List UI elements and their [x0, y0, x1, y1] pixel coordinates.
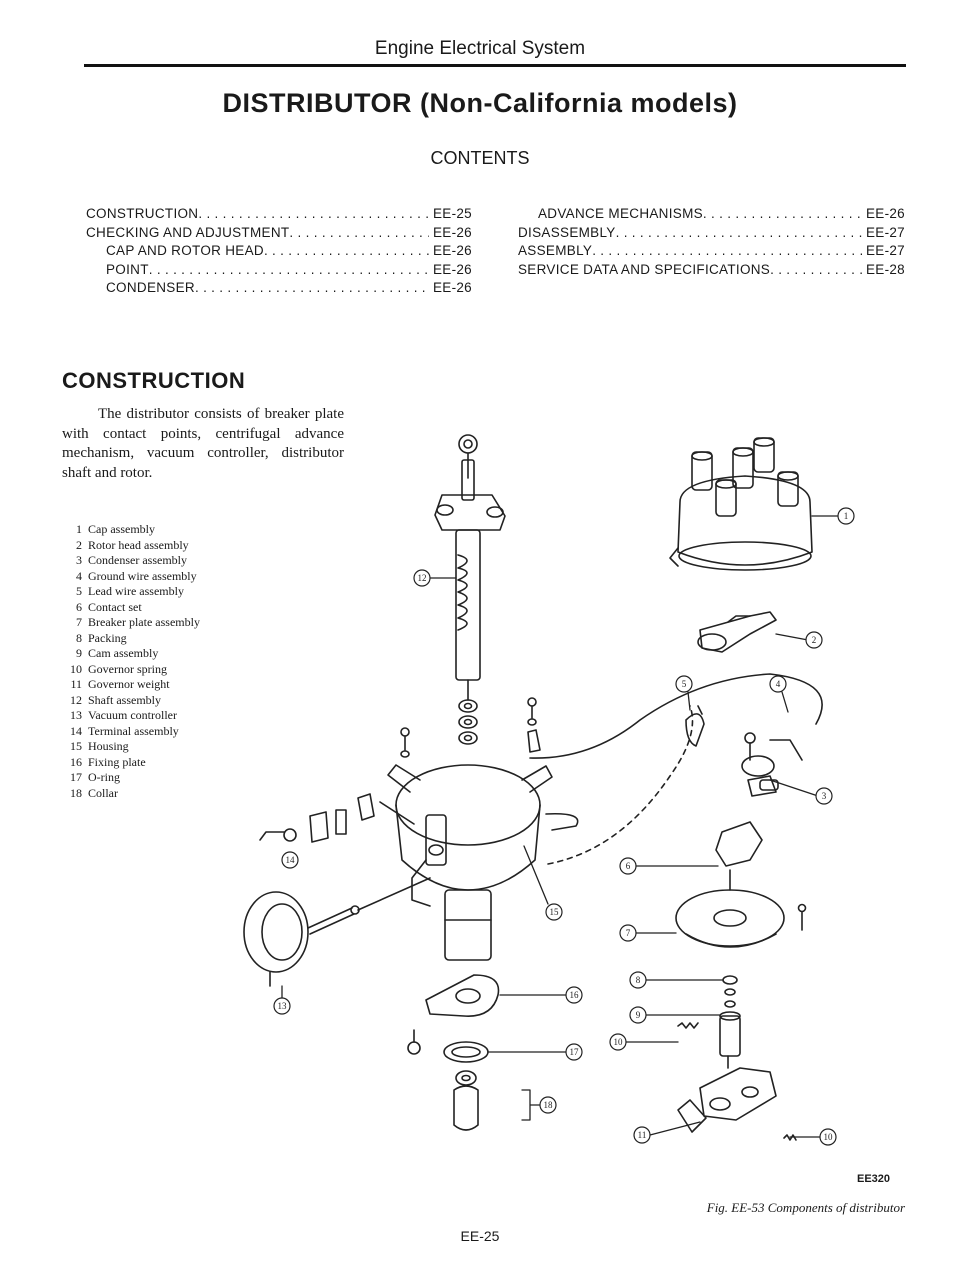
callout-7: [619, 924, 637, 942]
rotor-head-drawing: [697, 611, 777, 653]
housing-drawing: [387, 764, 579, 961]
terminal-assembly-drawing: [259, 793, 415, 843]
cam-assembly-drawing: [719, 975, 741, 1057]
shaft-assembly-drawing: [434, 434, 506, 701]
callout-12: [413, 569, 431, 587]
callout-label: 10: [614, 1037, 624, 1047]
page-number: EE-25: [460, 1228, 500, 1244]
page-title: DISTRIBUTOR (Non-California models): [222, 88, 738, 118]
breaker-plate-drawing: [675, 869, 807, 948]
callout-17: [565, 1043, 583, 1061]
contact-set-drawing: [685, 705, 803, 867]
contents-heading: CONTENTS: [430, 148, 530, 168]
callout-numbers: 1 2 3 4 5 6 7 8 9 10 11 10 12 13 14 15 1…: [278, 511, 849, 1142]
section-heading: CONSTRUCTION: [62, 368, 246, 393]
callout-8: [629, 971, 647, 989]
callout-markers: [273, 507, 855, 1146]
callout-label: 2: [812, 635, 817, 645]
figure-code: EE320: [857, 1173, 891, 1185]
callout-16: [565, 986, 583, 1004]
callout-3: [815, 787, 833, 805]
callout-10-b: [819, 1128, 837, 1146]
callout-label: 7: [626, 928, 631, 938]
lead-wire-drawing: [529, 673, 823, 759]
callout-1: [837, 507, 855, 525]
guide-line: [547, 705, 694, 865]
running-header: Engine Electrical System: [374, 38, 586, 59]
header-rule: [84, 64, 906, 67]
callout-leaders: [281, 515, 841, 1138]
toc-entry: ADVANCE MECHANISMSEE-26: [518, 205, 905, 224]
distributor-exploded-diagram: 1 2 3 4 5 6 7 8 9 10 11 10 12 13 14 15 1…: [243, 434, 855, 1146]
callout-label: 9: [636, 1010, 641, 1020]
cap-assembly-drawing: [669, 437, 813, 571]
callout-label: 10: [824, 1132, 834, 1142]
callout-label: 4: [776, 679, 781, 689]
callout-6: [619, 857, 637, 875]
callout-label: 13: [278, 1001, 288, 1011]
callout-label: 16: [570, 990, 580, 1000]
callout-label: 11: [638, 1130, 647, 1140]
toc-entry: CAP AND ROTOR HEADEE-26: [86, 242, 472, 261]
governor-drawing: [677, 1022, 797, 1141]
callout-label: 12: [418, 573, 427, 583]
body-paragraph: The distributor consists of breaker plat…: [62, 406, 344, 481]
washer-stack-drawing: [458, 699, 478, 745]
callout-10: [609, 1033, 627, 1051]
toc-entry: ASSEMBLYEE-27: [518, 242, 905, 261]
toc-entry: SERVICE DATA AND SPECIFICATIONSEE-28: [518, 261, 905, 280]
toc-entry: CONDENSEREE-26: [86, 279, 472, 298]
callout-13: [273, 997, 291, 1015]
figure-caption: Fig. EE-53 Components of distributor: [706, 1200, 905, 1215]
callout-11: [633, 1126, 651, 1144]
callout-label: 3: [822, 791, 827, 801]
toc-entry: CHECKING AND ADJUSTMENTEE-26: [86, 224, 472, 243]
callout-9: [629, 1006, 647, 1024]
vacuum-controller-drawing: [243, 877, 431, 987]
callout-label: 18: [544, 1100, 554, 1110]
lower-parts-drawing: [407, 974, 500, 1131]
callout-label: 8: [636, 975, 641, 985]
callout-15: [545, 903, 563, 921]
toc-entry: CONSTRUCTIONEE-25: [86, 205, 472, 224]
callout-4: [769, 675, 787, 693]
contents-list-left: CONSTRUCTIONEE-25 CHECKING AND ADJUSTMEN…: [86, 205, 472, 298]
contents-list-right: ADVANCE MECHANISMSEE-26 DISASSEMBLYEE-27…: [518, 205, 905, 279]
toc-entry: DISASSEMBLYEE-27: [518, 224, 905, 243]
callout-label: 14: [286, 855, 296, 865]
toc-entry: POINTEE-26: [86, 261, 472, 280]
callout-label: 5: [682, 679, 687, 689]
callout-label: 6: [626, 861, 631, 871]
callout-label: 1: [844, 511, 849, 521]
callout-14: [281, 851, 299, 869]
callout-5: [675, 675, 693, 693]
callout-label: 17: [570, 1047, 580, 1057]
callout-18: [539, 1096, 557, 1114]
screw-drawings: [400, 697, 541, 758]
callout-label: 15: [550, 907, 560, 917]
callout-2: [805, 631, 823, 649]
